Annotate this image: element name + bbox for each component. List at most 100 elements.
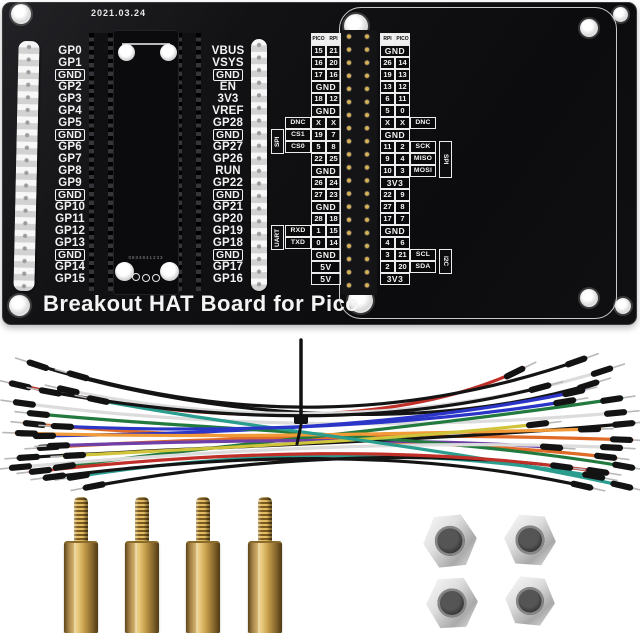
wire-connector bbox=[22, 420, 47, 429]
table-cell bbox=[285, 273, 311, 285]
table-cell: GND bbox=[311, 165, 341, 177]
table-cell: 3 bbox=[380, 249, 395, 261]
table-cell: 13 bbox=[380, 81, 395, 93]
table-cell: X bbox=[326, 117, 341, 129]
table-header-cell: RPI bbox=[326, 33, 341, 45]
wire-connector bbox=[549, 420, 562, 424]
wire-connector bbox=[26, 410, 51, 418]
table-cell: 4 bbox=[395, 153, 410, 165]
table-cell: GND bbox=[380, 129, 410, 141]
table-cell bbox=[285, 165, 311, 177]
standoff-thread bbox=[74, 497, 88, 544]
table-cell: 20 bbox=[395, 261, 410, 273]
table-cell: 19 bbox=[311, 129, 326, 141]
pin-label: GND bbox=[205, 189, 251, 201]
table-cell bbox=[410, 45, 436, 57]
table-cell: 27 bbox=[311, 189, 326, 201]
wire-connector bbox=[573, 467, 586, 471]
table-header-cell: RPI bbox=[380, 33, 395, 45]
table-cell bbox=[410, 129, 436, 141]
wire-connector bbox=[576, 397, 589, 401]
wire-connector bbox=[550, 462, 574, 471]
table-header-cell: PICO bbox=[395, 33, 410, 45]
wire-connector bbox=[623, 395, 636, 399]
table-row: GND bbox=[380, 45, 436, 57]
standoff-thread bbox=[135, 497, 149, 544]
table-cell: CS0 bbox=[285, 141, 311, 153]
pin-label: GP8 bbox=[58, 165, 82, 177]
debug-pad bbox=[152, 274, 160, 282]
table-cell: GND bbox=[380, 45, 410, 57]
pin-label: GP13 bbox=[54, 237, 86, 249]
table-row: 5V bbox=[285, 273, 341, 285]
table-cell: MOSI bbox=[410, 165, 436, 177]
pin-label: GP15 bbox=[54, 273, 86, 285]
wire-connector bbox=[576, 379, 600, 391]
board-title: Breakout HAT Board for Pico bbox=[43, 291, 360, 316]
wire-connector bbox=[295, 423, 303, 446]
wire-connector bbox=[594, 452, 618, 461]
table-cell bbox=[410, 177, 436, 189]
table-cell: 8 bbox=[395, 201, 410, 213]
table-cell: 17 bbox=[380, 213, 395, 225]
table-cell: 20 bbox=[326, 57, 341, 69]
wire-connector bbox=[0, 467, 9, 470]
jumper-wire-bundle bbox=[0, 338, 640, 492]
table-cell bbox=[285, 249, 311, 261]
pin-label: GP28 bbox=[212, 117, 244, 129]
wire-connector bbox=[42, 472, 66, 481]
table-cell: 9 bbox=[395, 189, 410, 201]
pin-label: VBUS bbox=[211, 45, 245, 57]
pin-label: GND bbox=[205, 69, 251, 81]
wire-connector bbox=[635, 421, 640, 424]
wire-connector bbox=[8, 463, 33, 471]
pin-label: 3V3 bbox=[217, 93, 239, 105]
pin-label: GP16 bbox=[212, 273, 244, 285]
pin-label: GP27 bbox=[212, 141, 244, 153]
wire-connector bbox=[613, 363, 626, 369]
wire-connector bbox=[10, 420, 23, 424]
table-row: GND bbox=[285, 81, 341, 93]
wire-connector bbox=[633, 487, 640, 491]
table-cell: 17 bbox=[311, 69, 326, 81]
table-cell bbox=[285, 105, 311, 117]
wire-connector bbox=[0, 379, 9, 384]
debug-pad bbox=[132, 273, 140, 281]
table-cell: 3 bbox=[395, 165, 410, 177]
table-cell: 12 bbox=[395, 81, 410, 93]
wire-connector bbox=[528, 382, 552, 393]
pin-label: GND bbox=[205, 249, 251, 261]
table-cell: GND bbox=[311, 201, 341, 213]
table-cell bbox=[285, 45, 311, 57]
jumper-wire bbox=[86, 396, 634, 490]
cable-tie-knot bbox=[294, 415, 308, 424]
table-cell: 5 bbox=[311, 141, 326, 153]
table-cell: 6 bbox=[380, 93, 395, 105]
wire-connector bbox=[56, 385, 80, 396]
table-cell: 25 bbox=[326, 153, 341, 165]
pin-label: GP10 bbox=[54, 201, 86, 213]
hex-nut bbox=[425, 576, 480, 631]
wire-connector bbox=[38, 387, 62, 397]
standoff-body bbox=[186, 541, 220, 633]
wire-connector bbox=[623, 447, 636, 450]
bus-group-label: SPI bbox=[439, 141, 452, 178]
wire-connector bbox=[635, 467, 640, 470]
table-cell: 14 bbox=[326, 237, 341, 249]
pico-socket-left bbox=[89, 33, 113, 291]
table-cell: 5V bbox=[311, 261, 341, 273]
board-date: 2021.03.24 bbox=[91, 8, 147, 18]
jumper-wire bbox=[50, 398, 577, 431]
